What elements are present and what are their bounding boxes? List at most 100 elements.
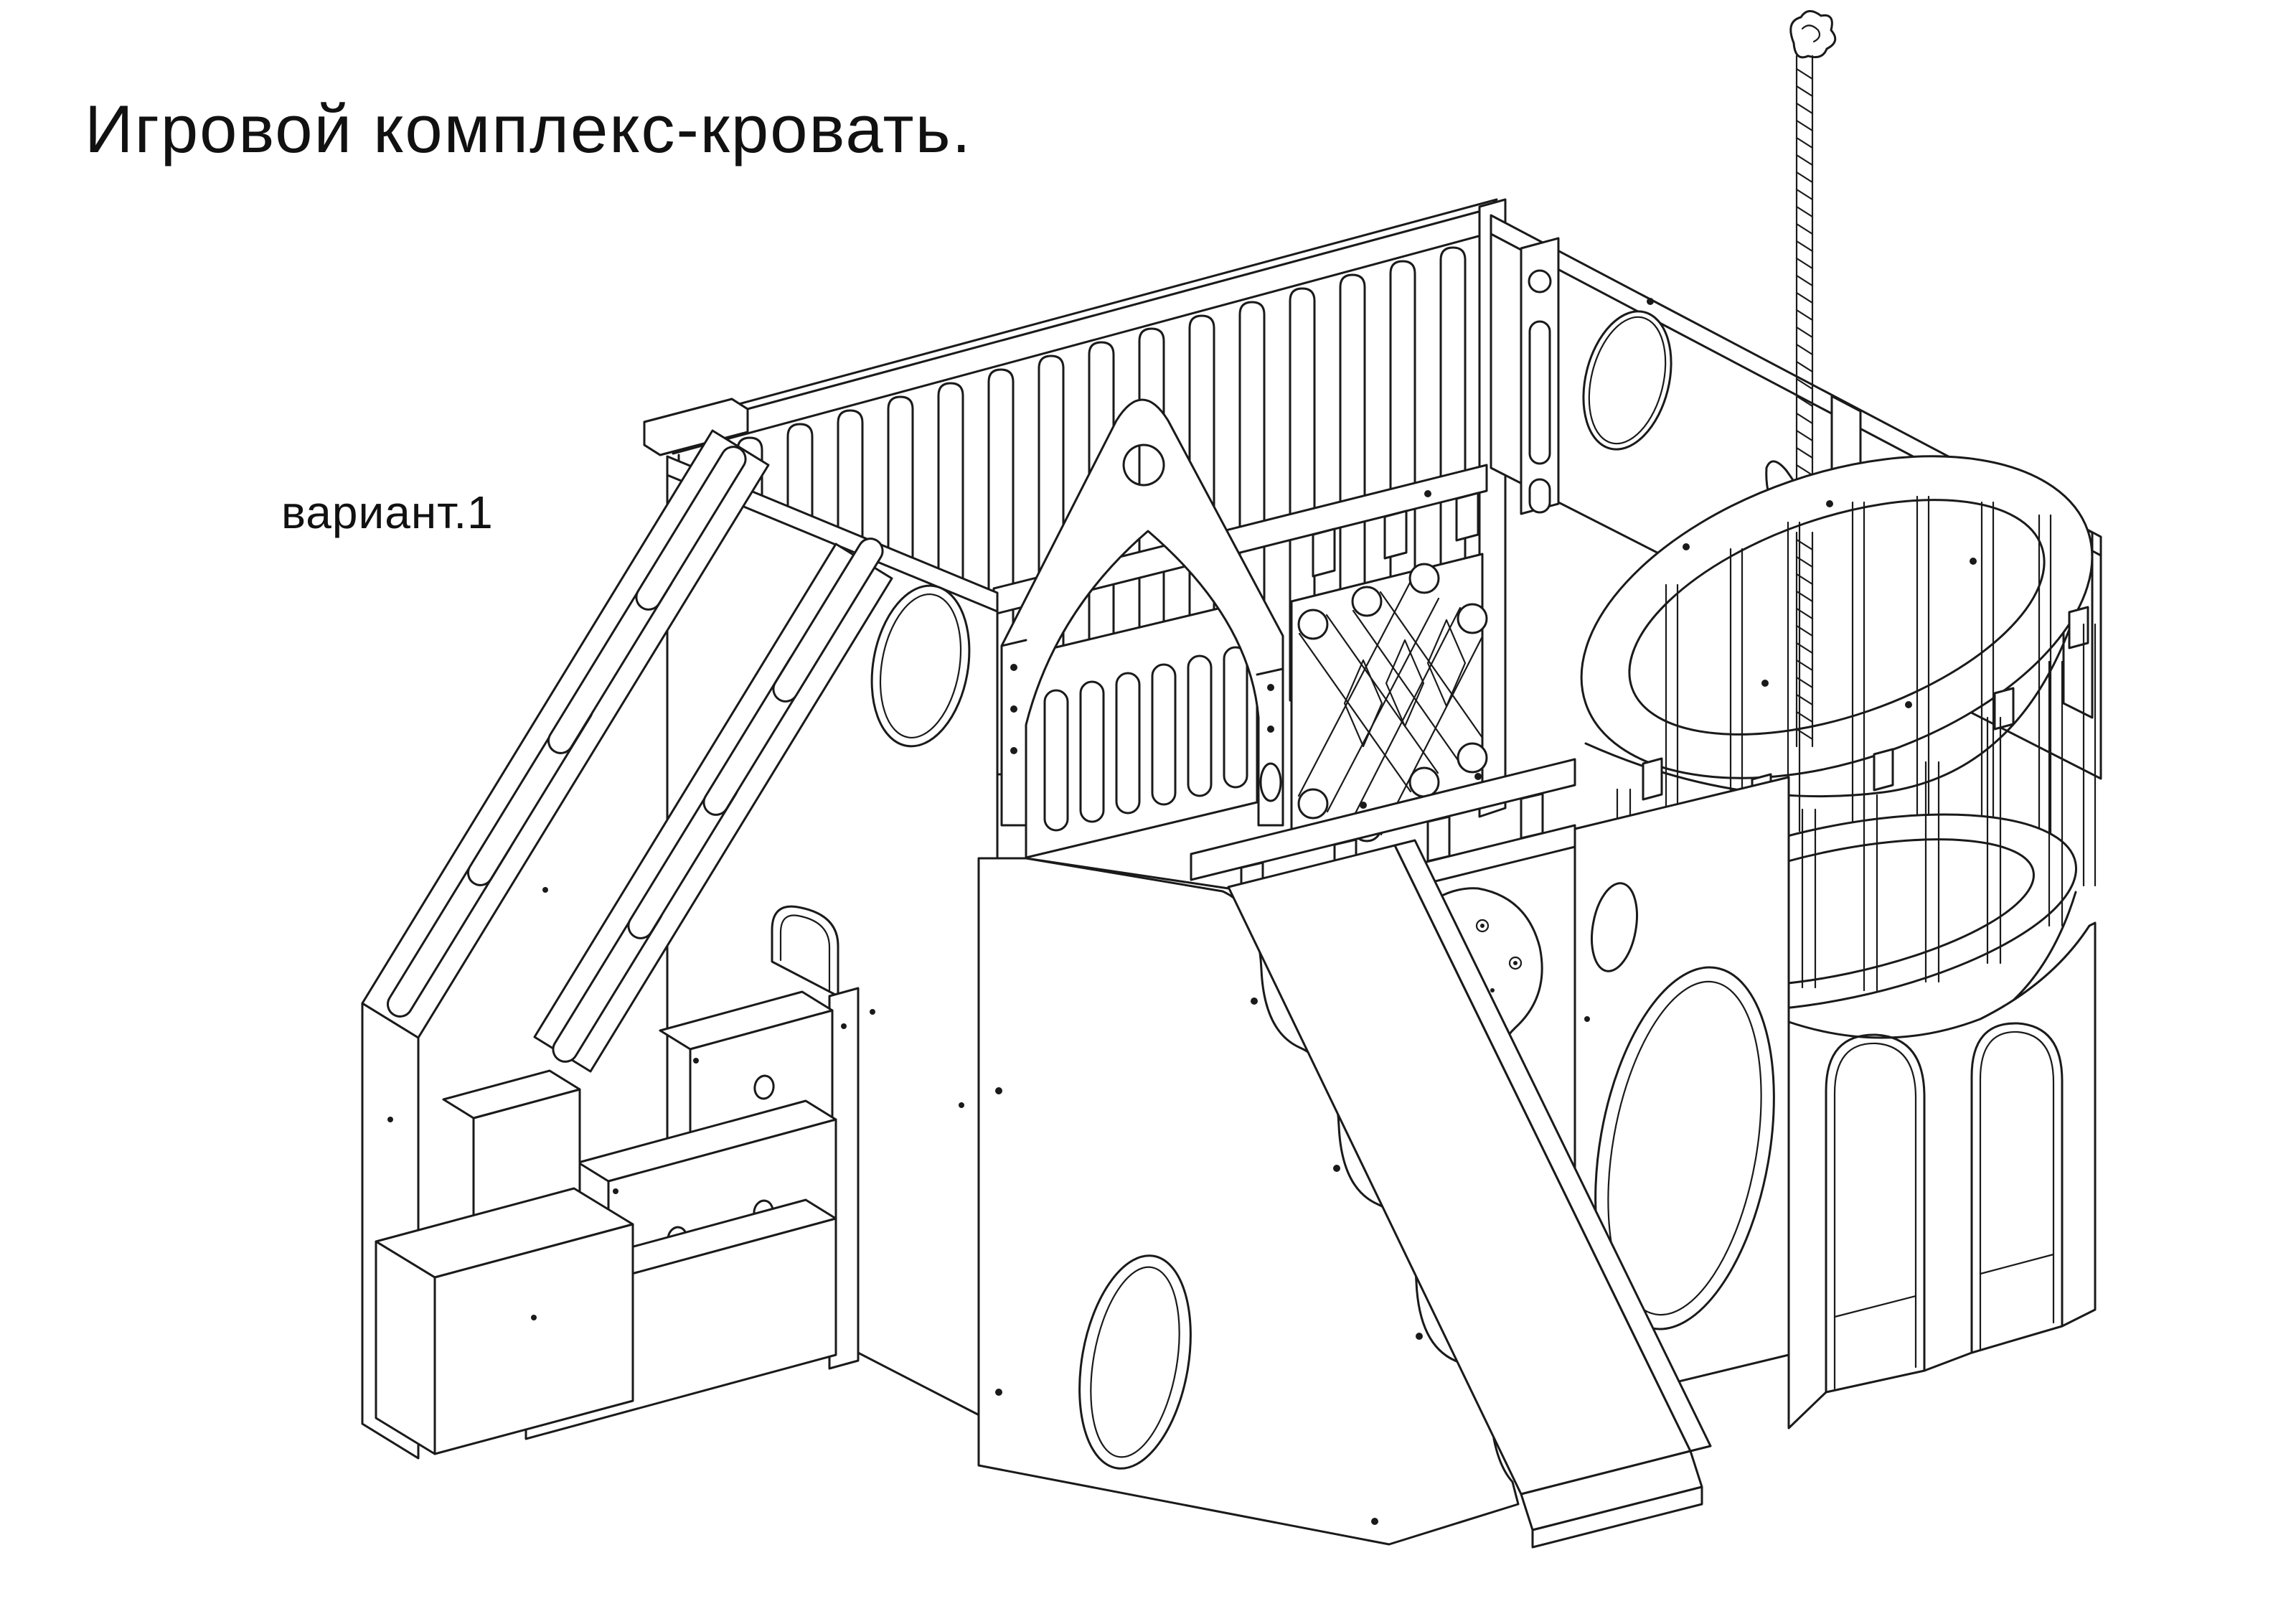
rim-lower-edge [1584,568,2089,798]
porthole-window [1582,310,1672,451]
gable-strip-edges [1000,639,1284,676]
rim-block [2068,606,2089,649]
floor-block [1520,792,1544,840]
screw-dot [870,1009,875,1015]
right-lower-section [1573,776,2097,1430]
screw-dot [693,1058,699,1064]
slot-cutout [1115,672,1141,815]
x-lattice-climb-panel [1290,553,1488,842]
arch-opening-inner [1833,1042,1917,1390]
rail-block [1312,527,1336,578]
slot-cutout [1079,680,1105,823]
bottom-step-front [433,1223,634,1455]
rail-block [1455,492,1479,542]
screw-dot [1416,1333,1423,1340]
leg-oval-hole [1259,762,1282,802]
screw-dot [1360,802,1367,809]
rim-block [1993,687,2015,731]
arch-opening [1825,1033,1926,1394]
rim-block [1873,748,1894,792]
top-step-tread [442,1069,581,1120]
screw-dot [1970,558,1977,565]
variant-label: вариант.1 [281,487,494,538]
rail-slot [772,538,884,703]
lattice-hole [1297,788,1329,820]
floor-rail-upper [1190,758,1576,881]
storage-step-drawers [375,987,860,1455]
slot-cutout [1223,646,1248,789]
lattice-hole [1297,609,1329,640]
gable-tower [1000,398,1284,827]
lattice-hole [1457,603,1488,634]
arched-window-inner [779,914,831,992]
lattice-band [1297,581,1440,813]
rail-block [1383,510,1408,560]
rope-front-segment [1795,531,1814,748]
diamond-cutout [1385,639,1425,728]
screw-dot [542,887,548,893]
screw-dot [995,1389,1002,1396]
arched-window [771,905,839,998]
rope-knot-detail [1801,24,1821,43]
gable-panel [1000,398,1284,827]
slide-porthole-inner [1090,1266,1180,1458]
lattice-hole [1408,563,1440,594]
bottom-step-side [375,1240,436,1455]
screw-dot [841,1023,847,1029]
big-porthole-inner [1607,980,1762,1316]
rim-block [1642,757,1663,801]
screw-dot [1251,998,1258,1005]
rail-rim-inner [1628,499,2046,736]
screw-dot [1010,747,1017,754]
diamond-cutout [1343,659,1383,748]
porthole-inner-ring [1588,316,1667,445]
screw-dot [1371,1518,1378,1525]
far-spindles [1665,495,2052,860]
lattice-band [1351,606,1484,836]
slot-cutout [1043,689,1069,832]
screw-dot [1683,543,1690,550]
screw-dot [1474,773,1482,780]
screw-dot [995,1087,1002,1094]
porthole-inner-ring [879,593,962,739]
screw-dot [531,1315,537,1320]
strip-slot [1528,320,1551,465]
screw-dot [1584,1016,1590,1022]
lattice-band [1298,614,1439,793]
rail-slot [635,446,747,611]
slot-guard-panel [1025,598,1258,859]
screw-dot [387,1117,393,1122]
diamond-cutout [1426,619,1467,708]
lattice-hole [1351,586,1383,617]
page-title: Игровой комплекс-кровать. [85,91,972,166]
lattice-hole [1457,742,1488,774]
staircase [361,429,893,1460]
screw-dot [1333,1165,1340,1172]
screw-dot [1010,705,1017,713]
porthole-window [870,584,971,748]
finger-hole [753,1074,775,1100]
wall-cap [643,398,749,456]
arch-opening-inner [1979,1031,2055,1351]
screw-dot [1647,298,1654,305]
small-window [1591,882,1638,972]
slide [977,839,1712,1549]
slide-end-face [1531,1485,1703,1549]
strip-hole [1528,269,1552,294]
screw-dot [613,1188,618,1194]
slide-right-rail [1393,839,1712,1452]
screw-dot [1267,726,1274,733]
slot-cutout [1187,654,1213,797]
floor-block [1426,815,1451,863]
screw-dot [1424,490,1431,497]
strip-slot [1528,478,1551,514]
screw-dot [1761,680,1769,687]
interior-floor-lines [1833,1253,2055,1318]
lattice-hole [1408,766,1440,798]
arch-opening [1970,1022,2064,1354]
screw-dot [1826,500,1833,507]
screw-dot [959,1102,964,1108]
screw-dot [1010,664,1017,671]
